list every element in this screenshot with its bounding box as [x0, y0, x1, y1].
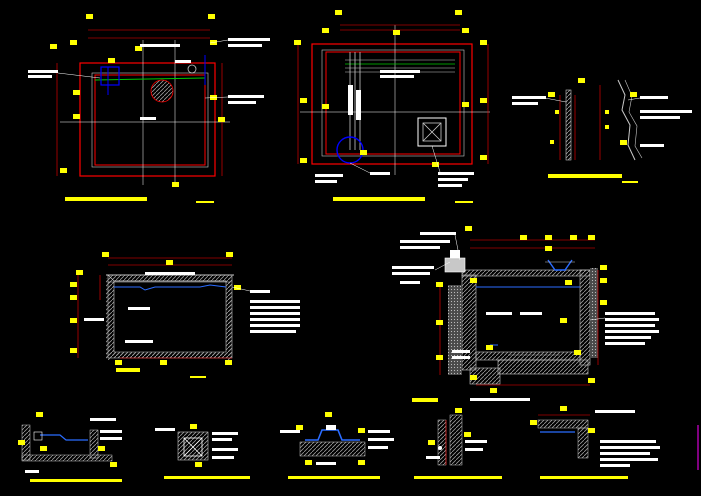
section-left-title-bar	[116, 368, 140, 372]
section-view-left	[70, 252, 300, 378]
plan-view-middle	[294, 10, 490, 203]
plan-left-outer-wall	[79, 62, 216, 177]
plan-left-inner-wall	[94, 74, 206, 166]
manhole-cover-icon	[150, 79, 174, 103]
section-view-right	[392, 226, 659, 402]
inlet-box	[100, 66, 120, 86]
wall-detail-title-bar	[548, 174, 622, 178]
plan-middle-outer-wall	[311, 43, 473, 165]
detail-a	[18, 412, 122, 482]
detail-d-title-bar	[414, 476, 502, 479]
detail-e-title-bar	[540, 476, 628, 479]
detail-d	[414, 408, 502, 479]
detail-c	[280, 412, 394, 479]
plan-view-left	[28, 14, 270, 203]
detail-a-title-bar	[30, 479, 122, 482]
top-inlet-pipe	[547, 259, 573, 271]
section-right-title-bar	[412, 398, 438, 402]
detail-b	[155, 424, 250, 479]
plan-middle-title-bar	[333, 197, 425, 201]
wall-detail-top-right	[512, 78, 692, 183]
detail-c-title-bar	[288, 476, 380, 479]
detail-b-title-bar	[164, 476, 250, 479]
detail-e	[530, 406, 660, 479]
plan-middle-inner-wall	[325, 51, 461, 155]
plan-left-title-bar	[65, 197, 147, 201]
